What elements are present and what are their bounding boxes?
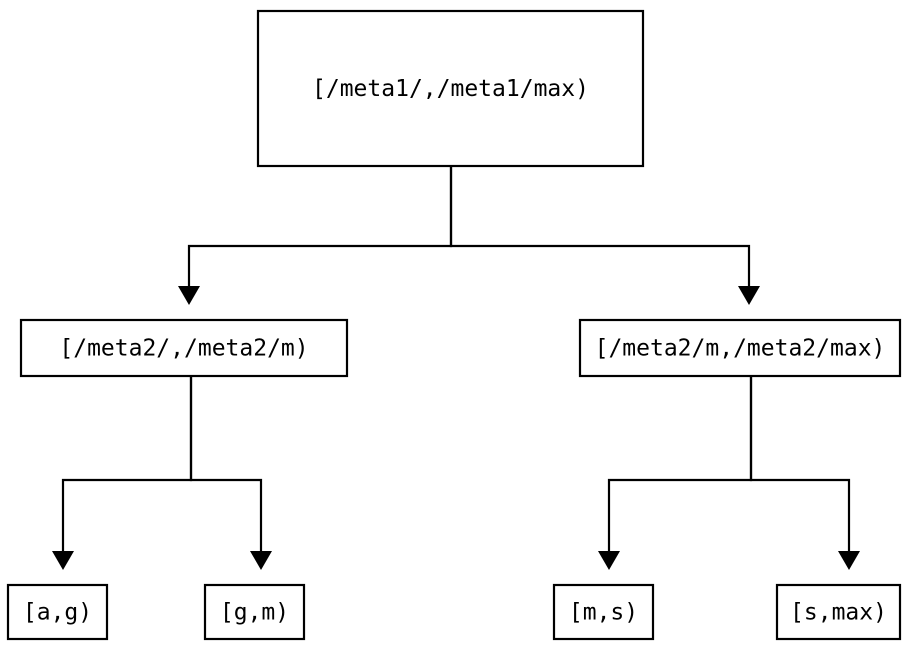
arrow-head-icon (178, 286, 200, 305)
node-label: [/meta2/m,/meta2/max) (595, 336, 886, 362)
arrow-head-icon (52, 551, 74, 570)
tree-edge (449, 166, 751, 292)
tree-node[interactable]: [s,max) (775, 583, 902, 641)
tree-node[interactable]: [/meta1/,/meta1/max) (256, 9, 645, 168)
node-box[interactable] (578, 318, 902, 378)
node-label: [/meta2/,/meta2/m) (59, 336, 308, 362)
tree-edge (607, 376, 753, 557)
node-box[interactable] (775, 583, 902, 641)
node-label: [g,m) (220, 600, 289, 626)
node-label: [m,s) (569, 600, 638, 626)
node-box[interactable] (6, 583, 109, 641)
arrow-head-icon (598, 551, 620, 570)
node-box[interactable] (203, 583, 306, 641)
tree-edge (749, 376, 851, 557)
arrow-head-icon (250, 551, 272, 570)
arrowheads-layer (52, 286, 860, 570)
node-label: [s,max) (790, 600, 887, 626)
tree-edge (187, 166, 453, 292)
node-label: [a,g) (23, 600, 92, 626)
tree-node[interactable]: [a,g) (6, 583, 109, 641)
node-box[interactable] (19, 318, 349, 378)
tree-edge (189, 376, 263, 557)
tree-edge (61, 376, 193, 557)
tree-node[interactable]: [g,m) (203, 583, 306, 641)
tree-node[interactable]: [m,s) (552, 583, 655, 641)
node-box[interactable] (256, 9, 645, 168)
tree-node[interactable]: [/meta2/m,/meta2/max) (578, 318, 902, 378)
node-box[interactable] (552, 583, 655, 641)
arrow-head-icon (738, 286, 760, 305)
node-label: [/meta1/,/meta1/max) (312, 76, 589, 102)
arrow-head-icon (838, 551, 860, 570)
edges-layer (61, 166, 851, 557)
nodes-layer: [/meta1/,/meta1/max) [/meta2/,/meta2/m) [/… (6, 9, 902, 641)
tree-node[interactable]: [/meta2/,/meta2/m) (19, 318, 349, 378)
